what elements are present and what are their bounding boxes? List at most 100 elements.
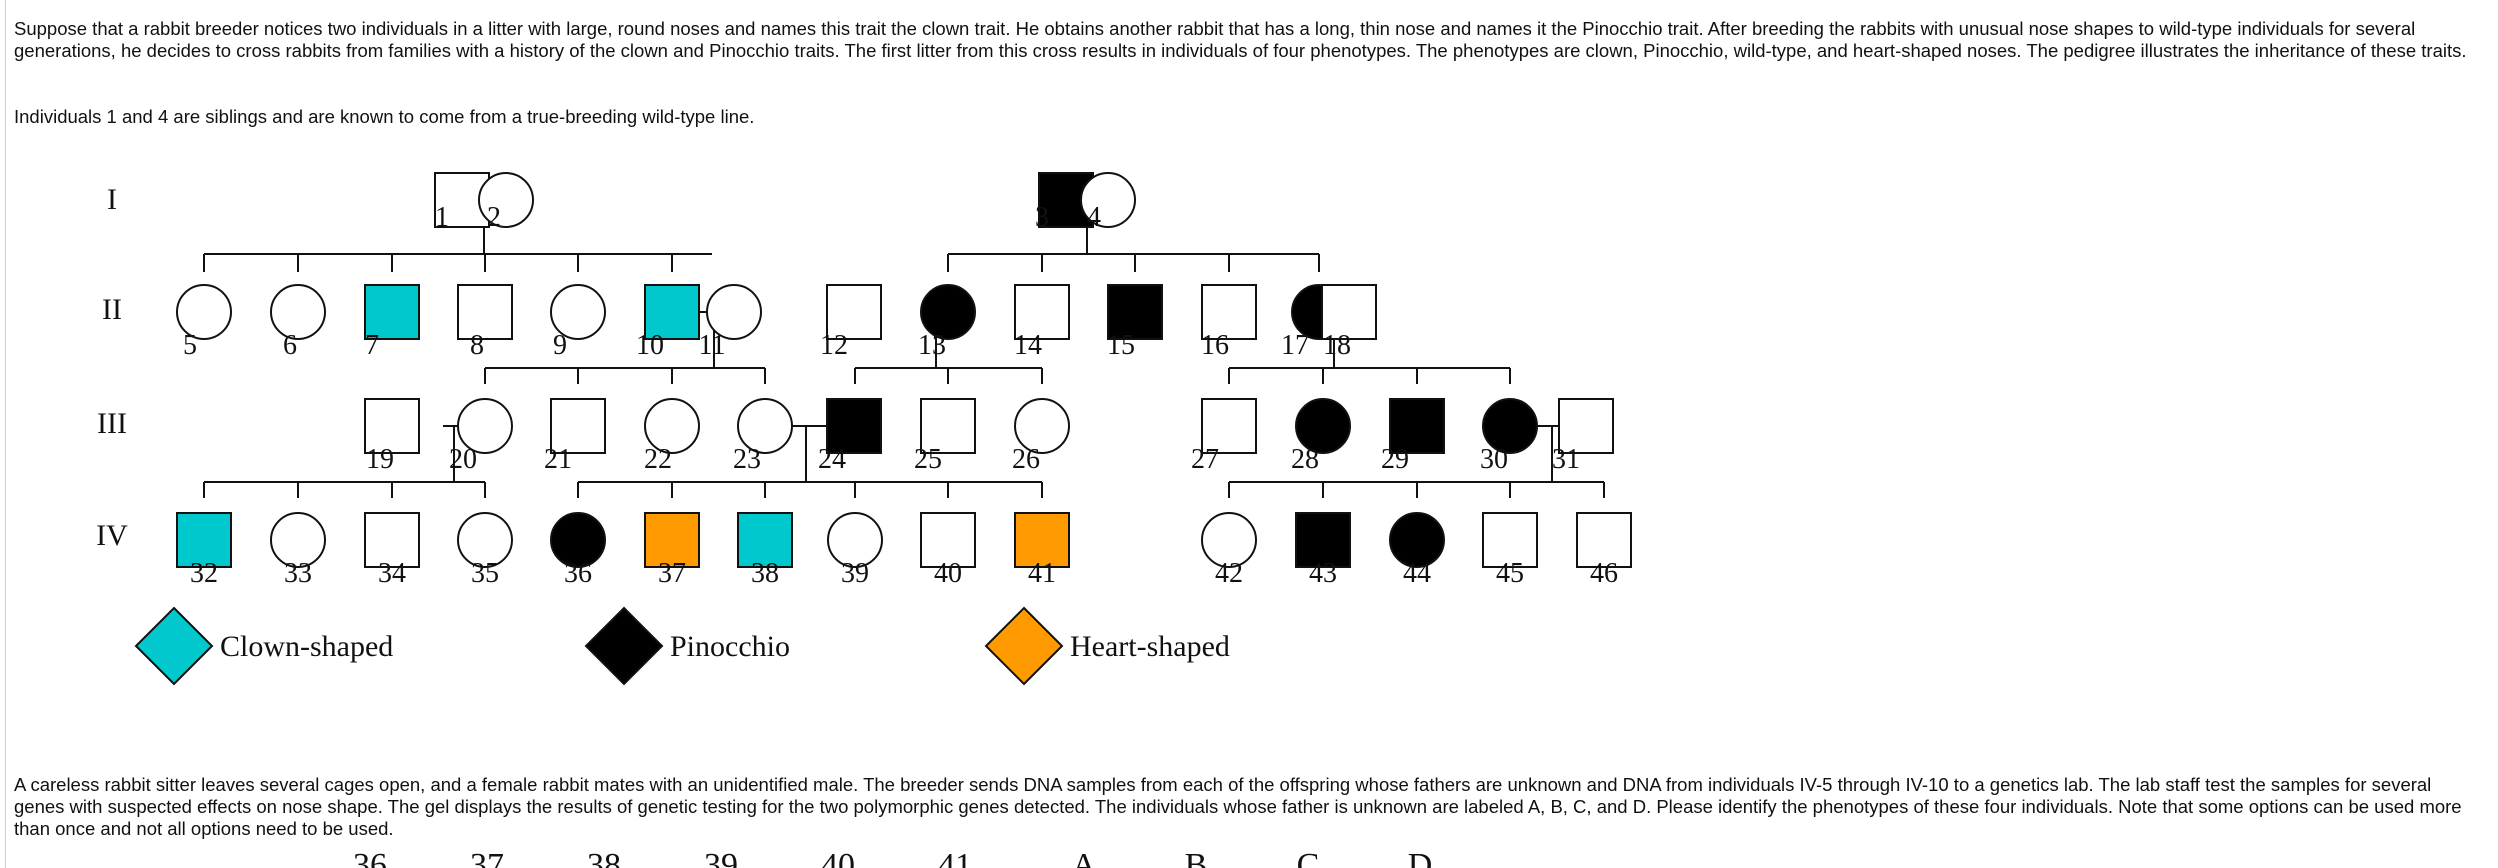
individual-12: 12 [820,284,882,361]
pinocchio-swatch [584,606,664,686]
gel-lane-label: 37 [470,847,504,868]
individual-label: 39 [841,558,869,589]
individual-37: 37 [644,512,700,589]
female-circle [457,512,513,568]
individual-18: 18 [1321,284,1377,361]
heart-swatch [984,606,1064,686]
individual-label: 13 [918,330,946,361]
individual-label: 46 [1590,558,1618,589]
individual-label: 19 [366,444,394,475]
male-square [364,398,420,454]
individual-10: 10 [636,284,700,361]
individual-label: 26 [1012,444,1040,475]
individual-label: 16 [1201,330,1229,361]
individual-label: 18 [1323,330,1351,361]
individual-28: 28 [1291,398,1351,475]
individual-label: 35 [471,558,499,589]
female-circle [827,512,883,568]
question-paragraph: A careless rabbit sitter leaves several … [14,774,2462,839]
individual-label: 1 [435,202,449,233]
female-circle [270,512,326,568]
individual-25: 25 [914,398,976,475]
individual-14: 14 [1014,284,1070,361]
individual-15: 15 [1107,284,1163,361]
individual-22: 22 [644,398,700,475]
individual-29: 29 [1381,398,1445,475]
individual-label: 4 [1087,202,1101,233]
female-circle [1389,512,1445,568]
individual-label: 22 [644,444,672,475]
individual-label: 24 [818,444,846,475]
individual-20: 20 [449,398,513,475]
individual-label: 2 [487,202,501,233]
legend-label-heart: Heart-shaped [1070,630,1230,663]
male-square [737,512,793,568]
male-square [1038,172,1094,228]
individual-label: 34 [378,558,406,589]
individual-24: 24 [818,398,882,475]
intro-paragraph: Suppose that a rabbit breeder notices tw… [14,18,2467,61]
individual-label: 33 [284,558,312,589]
individual-label: 21 [544,444,572,475]
male-square [1558,398,1614,454]
male-square [550,398,606,454]
individual-label: 32 [190,558,218,589]
individual-32: 32 [176,512,232,589]
male-square [1482,512,1538,568]
individual-label: 25 [914,444,942,475]
individual-16: 16 [1201,284,1257,361]
individual-label: 10 [636,330,664,361]
individual-5: 5 [176,284,232,361]
male-square [920,512,976,568]
individual-label: 5 [183,330,197,361]
generation-label-I: I [107,183,117,216]
female-circle [1295,398,1351,454]
individual-9: 9 [550,284,606,361]
individual-label: 12 [820,330,848,361]
left-border [5,0,6,868]
individual-label: 9 [553,330,567,361]
generation-label-II: II [102,293,122,326]
male-square [364,284,420,340]
gel-lane-label: 40 [821,847,855,868]
female-circle [1080,172,1136,228]
legend-label-clown: Clown-shaped [220,630,393,663]
male-square [644,284,700,340]
individual-27: 27 [1191,398,1257,475]
individual-35: 35 [457,512,513,589]
individual-label: 15 [1107,330,1135,361]
individual-36: 36 [550,512,606,589]
individual-label: 3 [1035,202,1049,233]
legend-item-pinocchio: Pinocchio [584,606,790,686]
male-square [826,284,882,340]
legend-item-heart: Heart-shaped [984,606,1230,686]
individual-3: 3 [1035,172,1094,233]
individual-label: 11 [699,330,726,361]
individual-7: 7 [364,284,420,361]
male-square [176,512,232,568]
individual-label: 38 [751,558,779,589]
male-square [1321,284,1377,340]
individual-31: 31 [1552,398,1614,475]
individual-label: 30 [1480,444,1508,475]
individual-45: 45 [1482,512,1538,589]
individual-6: 6 [270,284,326,361]
legend-item-clown: Clown-shaped [134,606,393,686]
individual-34: 34 [364,512,420,589]
individual-41: 41 [1014,512,1070,589]
clown-swatch [134,606,214,686]
individual-8: 8 [457,284,513,361]
female-circle [550,512,606,568]
individual-40: 40 [920,512,976,589]
female-circle [920,284,976,340]
female-circle [1014,398,1070,454]
male-square [1201,398,1257,454]
female-circle [737,398,793,454]
individual-label: 28 [1291,444,1319,475]
individual-46: 46 [1576,512,1632,589]
individual-44: 44 [1389,512,1445,589]
male-square [1295,512,1351,568]
female-circle [550,284,606,340]
individual-33: 33 [270,512,326,589]
